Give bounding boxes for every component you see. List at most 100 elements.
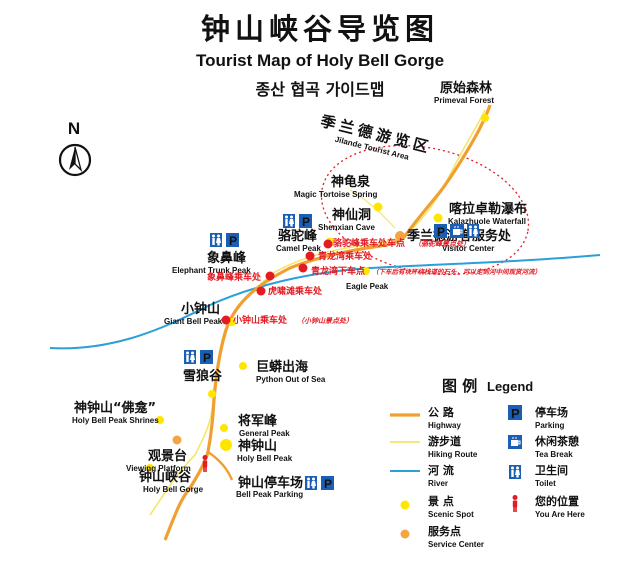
- spot-label-zh: 钟山停车场: [238, 475, 303, 491]
- spot-label-zh: 雪狼谷: [183, 368, 223, 384]
- station-marker: [323, 239, 333, 249]
- spot-label-en: Python Out of Sea: [256, 375, 326, 384]
- svg-text:P: P: [203, 351, 211, 365]
- parking-icon: [226, 233, 239, 247]
- legend-item-en: Tea Break: [535, 450, 573, 459]
- station-marker: [265, 271, 275, 281]
- legend-item-en: Toilet: [535, 479, 556, 488]
- svg-text:P: P: [511, 406, 520, 421]
- legend-title-en: Legend: [487, 379, 533, 394]
- scenic-spot-marker: [220, 439, 232, 451]
- legend-spot-swatch: [400, 500, 410, 510]
- spot-label-en: Holy Bell Gorge: [143, 485, 204, 494]
- legend-item-zh: 休闲茶憩: [534, 434, 579, 448]
- you-are-here-icon: [202, 455, 208, 472]
- spot-label-zh: 象鼻峰: [207, 250, 247, 266]
- legend-you-are-here-icon: [512, 495, 518, 512]
- spot-label-en: Giant Bell Peak: [164, 317, 223, 326]
- station-marker: [305, 251, 315, 261]
- scenic-spot-marker: [373, 202, 383, 212]
- legend-tea-break-icon: [507, 434, 523, 450]
- legend-item-zh: 景 点: [427, 494, 454, 508]
- station-label: 骆驼峰乘车处车点: [333, 237, 405, 249]
- page-subtitle-en: Tourist Map of Holy Bell Gorge: [195, 51, 445, 70]
- tourist-area-boundary: [320, 144, 530, 276]
- legend-item-en: Highway: [428, 421, 461, 430]
- hiking-route-line: [349, 189, 396, 229]
- spot-label-zh: 巨蟒出海: [256, 359, 308, 375]
- spot-label-zh: 神仙洞: [332, 207, 371, 223]
- spot-label-en: Eagle Peak: [346, 282, 389, 291]
- toilet-icon: [305, 476, 317, 490]
- legend-item-zh: 您的位置: [535, 494, 579, 508]
- spot-label-zh: 神龟泉: [331, 174, 371, 190]
- scenic-spot-marker: [433, 213, 443, 223]
- station-note: （骆驼峰景点处）: [414, 239, 470, 248]
- legend-item-en: Parking: [535, 421, 564, 430]
- legend-toilet-icon: [509, 465, 521, 479]
- svg-text:P: P: [324, 477, 332, 491]
- legend-item-zh: 游步道: [428, 434, 461, 448]
- station-marker: [256, 286, 266, 296]
- scenic-spot-marker: [481, 114, 489, 122]
- station-label: 小钟山乘车处: [232, 314, 288, 326]
- legend-item-zh: 公 路: [428, 405, 455, 419]
- legend-item-en: Service Center: [428, 540, 484, 549]
- toilet-icon: [283, 214, 295, 228]
- spot-label-en: Elephant Trunk Peak: [172, 266, 251, 275]
- service-center-marker: [172, 435, 182, 445]
- scenic-spot-marker: [208, 390, 216, 398]
- legend-item-en: Hiking Route: [428, 450, 478, 459]
- spot-label-en: Visitor Center: [442, 244, 494, 253]
- spot-label-en: Holy Bell Peak: [237, 454, 293, 463]
- compass-icon: [58, 143, 92, 177]
- spot-label-zh: 观景台: [148, 448, 187, 464]
- legend-item-en: You Are Here: [535, 510, 585, 519]
- tea-break-icon: [449, 223, 465, 239]
- service-center-marker: [395, 231, 405, 241]
- compass-letter: N: [68, 119, 80, 138]
- toilet-icon: [210, 233, 222, 247]
- spot-label-en: General Peak: [239, 429, 290, 438]
- spot-label-zh: 神钟山“佛龛”: [74, 400, 156, 416]
- parking-icon: [299, 214, 312, 228]
- legend-item-zh: 卫生间: [535, 463, 568, 477]
- station-note: （下车后有块环绕栈道的石头，可以走到河中间观赏河流）: [372, 268, 541, 276]
- legend-service-swatch: [400, 529, 410, 539]
- spot-label-zh: 喀拉卓勒瀑布: [449, 201, 527, 217]
- parking-icon: [321, 476, 334, 490]
- svg-text:P: P: [229, 234, 237, 248]
- scenic-spot-marker: [239, 362, 247, 370]
- station-note: （小钟山景点处）: [297, 316, 353, 325]
- spot-label-en: Holy Bell Peak Shrines: [72, 416, 159, 425]
- toilet-icon: [184, 350, 196, 364]
- legend-item-zh: 河 流: [428, 463, 454, 477]
- hiking-route-line: [404, 109, 486, 236]
- parking-icon: [200, 350, 213, 364]
- spot-label-zh: 小钟山: [181, 301, 220, 317]
- spot-label-zh: 钟山峡谷: [139, 469, 192, 485]
- river-line: [49, 254, 601, 350]
- station-label: 青龙湾乘车处: [318, 250, 373, 262]
- spot-label-zh: 骆驼峰: [278, 228, 318, 244]
- spot-label-en: Camel Peak: [276, 244, 321, 253]
- spot-label-en: Primeval Forest: [434, 96, 494, 105]
- legend-item-zh: 停车场: [535, 405, 568, 419]
- spot-label-zh: 神钟山: [238, 438, 277, 454]
- legend-item-zh: 服务点: [428, 524, 461, 538]
- legend-title-zh: 图 例: [442, 377, 477, 395]
- station-marker: [221, 315, 231, 325]
- station-markers: [221, 239, 333, 325]
- legend-parking-icon: [508, 405, 522, 420]
- spot-label-en: Magic Tortoise Spring: [294, 190, 378, 199]
- page-title: 钟山峡谷导览图: [200, 12, 439, 46]
- scenic-spot-marker: [156, 416, 164, 424]
- legend-item-en: River: [428, 479, 448, 488]
- legend: 图 例 Legend 公 路 Highway 游步道 Hiking Route …: [390, 377, 585, 549]
- legend-item-en: Scenic Spot: [428, 510, 474, 519]
- highway-spur: [207, 451, 234, 481]
- parking-icon: [434, 224, 447, 238]
- spot-label-en: Kalazhuole Waterfall: [448, 217, 526, 226]
- scenic-spot-marker: [362, 267, 370, 275]
- station-label: 青龙湾下车点: [311, 265, 365, 277]
